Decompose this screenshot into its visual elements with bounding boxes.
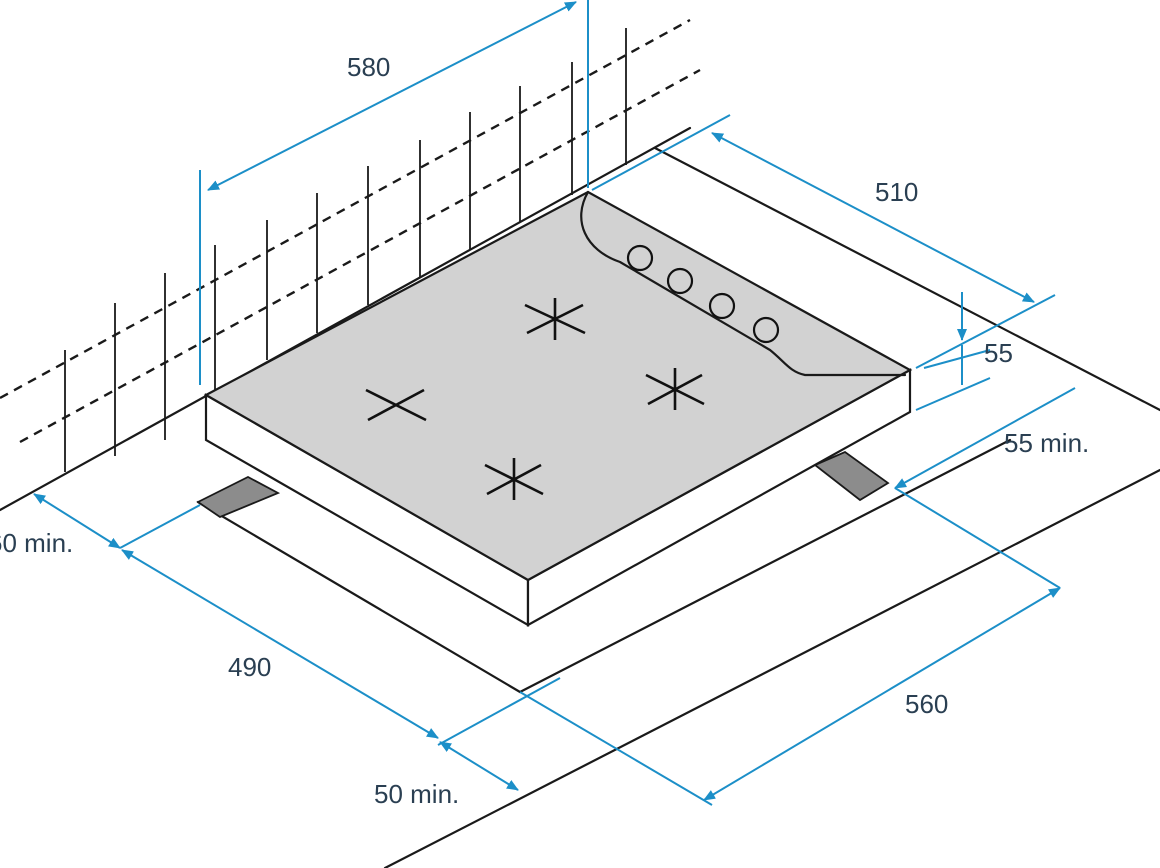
burner-icon	[524, 298, 586, 340]
dimension-labels: 580 510 55 55 min. 60 min. 490 560 50 mi…	[0, 52, 1089, 809]
dim-label-55: 55	[984, 338, 1013, 368]
dim-label-55-min: 55 min.	[1004, 428, 1089, 458]
hob-top-surface	[203, 190, 913, 582]
burner-icon	[645, 368, 705, 410]
burner-icon	[365, 388, 427, 422]
dim-label-580: 580	[347, 52, 390, 82]
control-knob-icon	[666, 267, 694, 295]
cutout	[196, 438, 1012, 694]
wall	[0, 18, 701, 472]
dim-label-50-min: 50 min.	[374, 779, 459, 809]
control-panel	[580, 190, 907, 377]
dim-label-510: 510	[875, 177, 918, 207]
control-knob-icon	[752, 316, 780, 344]
burner-icon	[484, 458, 544, 500]
dimension-lines	[33, 0, 1076, 806]
dim-label-490: 490	[228, 652, 271, 682]
control-knob-icon	[708, 292, 736, 320]
dim-label-60-min: 60 min.	[0, 528, 73, 558]
control-knob-icon	[626, 244, 654, 272]
dim-label-560: 560	[905, 689, 948, 719]
hob	[203, 190, 913, 627]
